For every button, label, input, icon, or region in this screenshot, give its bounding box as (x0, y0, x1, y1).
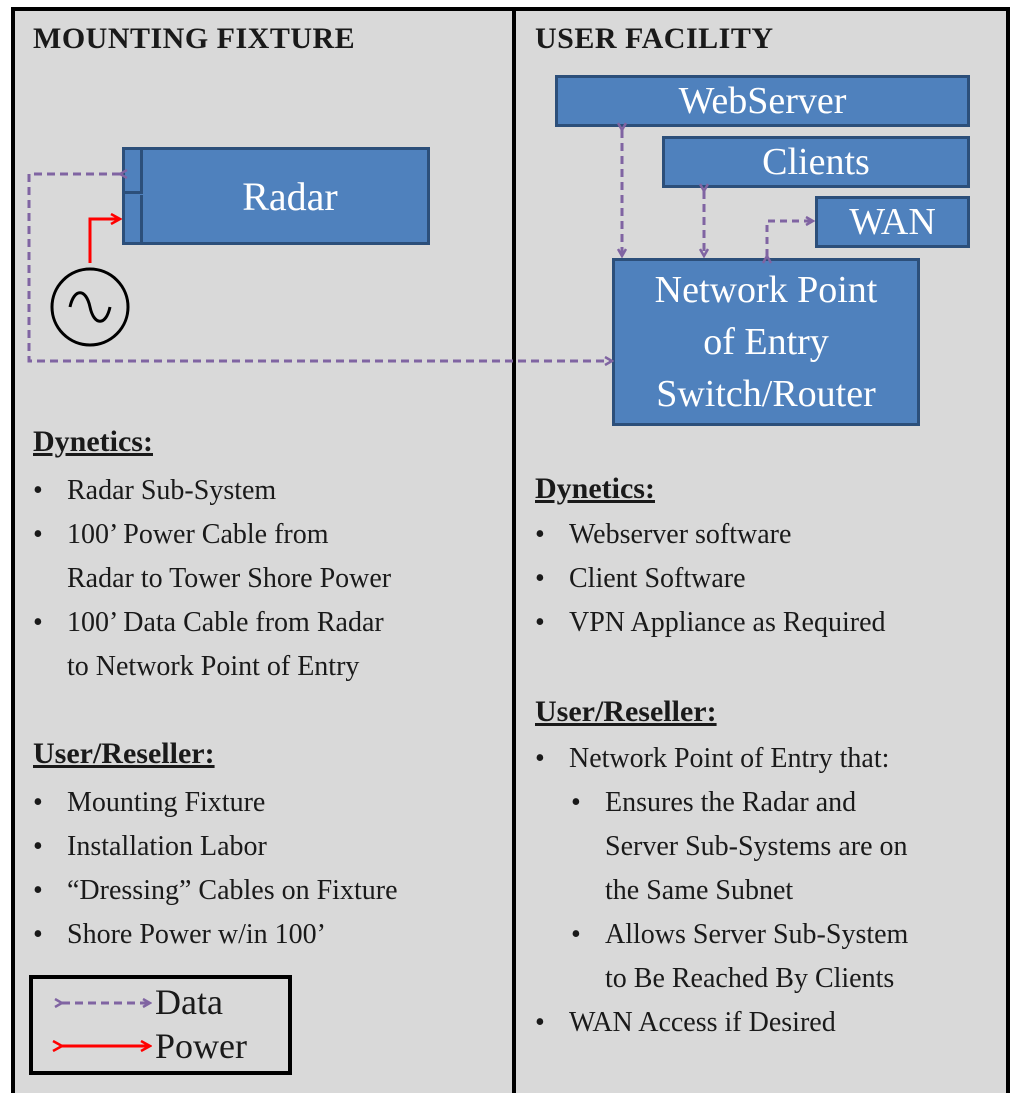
list-item: Ensures the Radar and (535, 781, 908, 825)
radar-data-cable-arrow (27, 174, 612, 361)
panel-divider (512, 7, 516, 1093)
mounting-fixture-heading: MOUNTING FIXTURE (33, 22, 356, 55)
list-item: 100’ Data Cable from Radar (33, 601, 391, 645)
list-item: 100’ Power Cable from (33, 513, 391, 557)
list-item: to Be Reached By Clients (605, 963, 895, 994)
list-item: Webserver software (535, 513, 886, 557)
npe-line: Switch/Router (656, 373, 876, 415)
network-point-of-entry-box: Network Point of Entry Switch/Router (612, 258, 920, 426)
legend: Data Power (29, 975, 292, 1075)
power-source-icon (50, 267, 130, 347)
webserver-label: WebServer (678, 80, 847, 122)
list-item: Network Point of Entry that: (535, 737, 908, 781)
list-item: “Dressing” Cables on Fixture (33, 869, 398, 913)
list-item: to Network Point of Entry (67, 651, 360, 682)
list-item: WAN Access if Desired (535, 1001, 908, 1045)
radar-power-arrow (88, 219, 120, 263)
list-item: Mounting Fixture (33, 781, 398, 825)
npe-line: Network Point (654, 269, 878, 311)
npe-line: of Entry (703, 321, 829, 363)
legend-data-label: Data (155, 982, 223, 1022)
list-item: Radar to Tower Shore Power (67, 563, 392, 594)
right-user-reseller-list: Network Point of Entry that: Ensures the… (535, 737, 908, 1045)
wan-box: WAN (815, 196, 970, 248)
wan-npe-arrow (767, 221, 813, 256)
left-user-reseller-list: Mounting Fixture Installation Labor “Dre… (33, 781, 398, 957)
legend-power-label: Power (155, 1026, 247, 1066)
left-dynetics-title: Dynetics: (33, 425, 153, 458)
list-item: VPN Appliance as Required (535, 601, 886, 645)
list-item: the Same Subnet (605, 875, 794, 906)
sine-wave-icon (68, 291, 112, 323)
list-item: Radar Sub-System (33, 469, 391, 513)
clients-box: Clients (662, 136, 970, 188)
list-item: Server Sub-Systems are on (605, 831, 908, 862)
list-item: Allows Server Sub-System (535, 913, 908, 957)
wan-label: WAN (849, 201, 936, 243)
right-dynetics-list: Webserver software Client Software VPN A… (535, 513, 886, 645)
right-user-reseller-title: User/Reseller: (535, 695, 717, 728)
list-item: Installation Labor (33, 825, 398, 869)
clients-label: Clients (762, 141, 870, 183)
list-item: Client Software (535, 557, 886, 601)
left-dynetics-list: Radar Sub-System 100’ Power Cable from R… (33, 469, 391, 689)
left-user-reseller-title: User/Reseller: (33, 737, 215, 770)
right-dynetics-title: Dynetics: (535, 472, 655, 505)
list-item: Shore Power w/in 100’ (33, 913, 398, 957)
webserver-box: WebServer (555, 75, 970, 127)
user-facility-heading: USER FACILITY (535, 22, 774, 55)
